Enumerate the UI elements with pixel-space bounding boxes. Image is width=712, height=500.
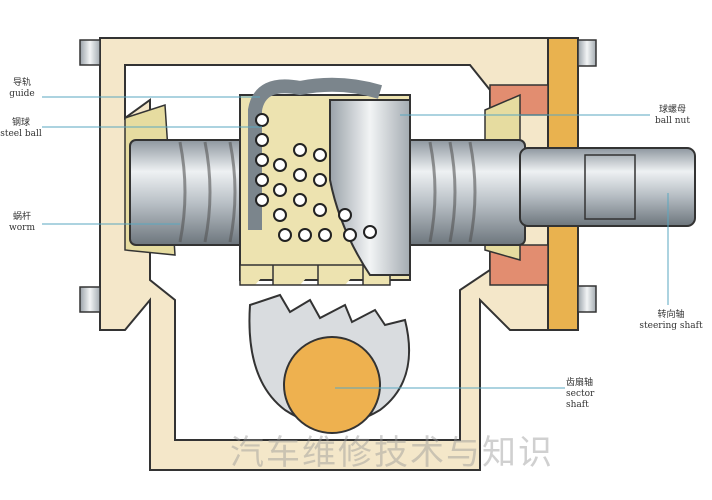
label-steering-shaft-en: steering shaft xyxy=(639,321,703,331)
label-guide: 导轨 guide xyxy=(2,78,42,100)
label-steel-ball-en: steel ball xyxy=(0,129,42,139)
guide-tube xyxy=(248,77,383,230)
label-steering-shaft: 转向轴 steering shaft xyxy=(636,310,706,332)
label-ball-nut-zh: 球螺母 xyxy=(658,105,686,115)
label-worm: 蜗杆 worm xyxy=(2,212,42,234)
label-sector-shaft-en: sector shaft xyxy=(566,389,595,410)
label-guide-en: guide xyxy=(9,89,35,99)
label-sector-shaft: 齿扇轴 sector shaft xyxy=(566,378,616,411)
label-guide-zh: 导轨 xyxy=(12,78,31,88)
label-ball-nut-en: ball nut xyxy=(655,116,690,126)
label-worm-en: worm xyxy=(9,223,35,233)
sector-shaft xyxy=(283,336,381,434)
label-steel-ball: 钢球 steel ball xyxy=(0,118,42,140)
steel-balls xyxy=(255,113,377,242)
label-sector-shaft-zh: 齿扇轴 xyxy=(566,378,594,388)
label-ball-nut: 球螺母 ball nut xyxy=(650,105,695,127)
label-steel-ball-zh: 钢球 xyxy=(11,118,30,128)
watermark: 汽车维修技术与知识 xyxy=(230,433,554,473)
steering-shaft xyxy=(519,147,696,227)
bolt-icon xyxy=(79,39,597,313)
label-worm-zh: 蜗杆 xyxy=(12,212,31,222)
label-steering-shaft-zh: 转向轴 xyxy=(657,310,685,320)
